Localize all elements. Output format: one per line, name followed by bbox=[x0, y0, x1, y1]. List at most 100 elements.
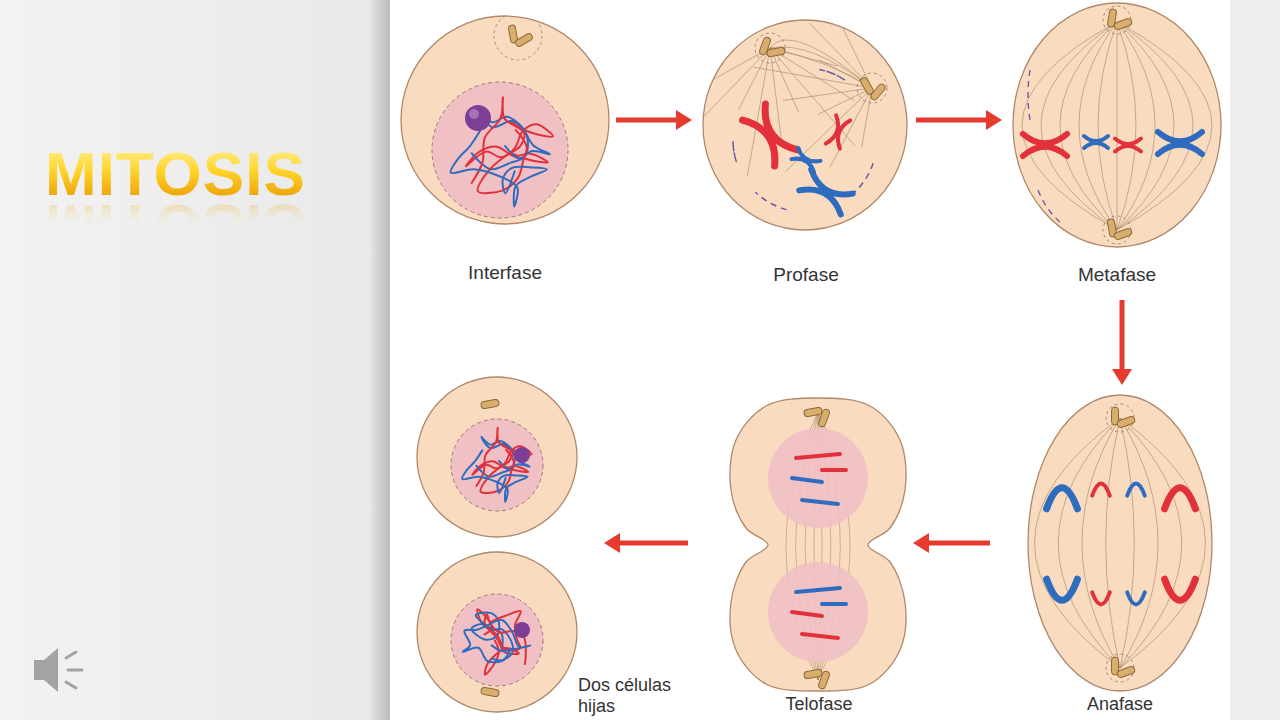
spindle-fiber bbox=[1117, 22, 1155, 230]
nucleolus bbox=[514, 447, 530, 463]
cytoplasm bbox=[730, 398, 906, 691]
speaker-body bbox=[34, 648, 58, 692]
chromosome bbox=[822, 468, 846, 472]
cell-outline bbox=[414, 374, 582, 716]
spindle-fiber bbox=[1022, 22, 1117, 230]
stage-label: Anafase bbox=[1087, 694, 1153, 715]
chromosome bbox=[742, 104, 797, 166]
cell-outline bbox=[1025, 393, 1215, 717]
cell-drawing bbox=[656, 0, 907, 230]
chromosome bbox=[796, 454, 840, 458]
stage-arrow bbox=[913, 533, 990, 553]
cell-membrane bbox=[417, 552, 577, 712]
spindle-fiber bbox=[1060, 22, 1117, 230]
chromosome bbox=[1023, 134, 1067, 156]
stage-arrow bbox=[616, 110, 692, 130]
cell-membrane bbox=[730, 398, 906, 691]
spindle-fiber bbox=[1117, 22, 1212, 230]
arrow-shaft bbox=[616, 118, 678, 123]
cytoplasm bbox=[417, 552, 577, 712]
nucleus bbox=[451, 594, 543, 686]
cell-contents bbox=[432, 12, 568, 218]
spindle-fiber bbox=[786, 88, 872, 171]
centriole bbox=[818, 408, 831, 427]
spindle-fiber bbox=[1120, 418, 1182, 668]
cell-membrane bbox=[401, 16, 609, 224]
arrow-head bbox=[676, 110, 692, 130]
chromatin-thread bbox=[463, 620, 531, 663]
cell-contents bbox=[451, 399, 543, 697]
cell-node: Telofase bbox=[730, 396, 908, 717]
nuclear-envelope-fragment bbox=[755, 192, 786, 209]
chromatid bbox=[1115, 139, 1141, 145]
cell-outline bbox=[1010, 2, 1224, 294]
chromatid bbox=[756, 104, 798, 157]
nucleolus-highlight bbox=[469, 109, 479, 119]
centriole bbox=[1116, 666, 1135, 679]
chromatid bbox=[834, 118, 850, 148]
cytoplasm bbox=[417, 377, 577, 537]
spindle-fiber bbox=[1117, 22, 1136, 230]
spindle-fiber bbox=[1120, 418, 1206, 668]
cell-body bbox=[1028, 395, 1212, 691]
centrosome-zone bbox=[494, 12, 542, 60]
chromatid bbox=[1023, 147, 1067, 156]
stage-label: Dos células hijas bbox=[578, 675, 690, 717]
slide-title: MITOSIS bbox=[45, 142, 306, 206]
nucleolus bbox=[465, 105, 491, 131]
nucleus bbox=[451, 419, 543, 511]
cell-outline bbox=[700, 18, 912, 296]
cell-outline-shape bbox=[401, 16, 609, 224]
centriole bbox=[514, 32, 533, 47]
centriole bbox=[481, 687, 500, 697]
cell-membrane bbox=[703, 20, 907, 230]
chromosome bbox=[802, 500, 838, 504]
cell-body bbox=[1013, 3, 1221, 247]
cell-outline bbox=[398, 14, 612, 296]
chromosome bbox=[791, 148, 820, 172]
spindle-fiber bbox=[1120, 418, 1158, 668]
spindle-fiber bbox=[1035, 418, 1121, 668]
stage-label: Metafase bbox=[1078, 264, 1156, 286]
cell-membrane bbox=[1028, 395, 1212, 691]
chromatin-thread bbox=[472, 612, 513, 660]
spindle-fiber bbox=[1079, 22, 1117, 230]
chromosome bbox=[792, 478, 822, 482]
cytoplasm bbox=[703, 20, 907, 230]
chromosome bbox=[1127, 484, 1145, 496]
sound-waves bbox=[66, 652, 82, 688]
spindle-fiber bbox=[783, 88, 872, 101]
chromatid bbox=[1158, 132, 1202, 141]
centrosome-zone bbox=[755, 33, 785, 63]
image-panel bbox=[390, 0, 1230, 720]
cell-drawing bbox=[401, 12, 609, 224]
cell-outline-shape bbox=[417, 377, 577, 712]
cell-contents bbox=[1035, 404, 1206, 682]
nuclear-envelope-fragment bbox=[733, 141, 736, 162]
cytoplasm bbox=[401, 16, 609, 224]
cell-drawing bbox=[1013, 3, 1221, 247]
chromosome bbox=[1127, 592, 1145, 604]
spindle-fiber bbox=[1041, 22, 1117, 230]
cell-node: Metafase bbox=[1010, 2, 1224, 294]
cell-body bbox=[703, 20, 907, 230]
stage-label: Profase bbox=[773, 264, 838, 286]
centriole bbox=[1113, 18, 1132, 31]
spindle-fiber bbox=[1117, 22, 1118, 230]
centriole bbox=[767, 47, 786, 57]
cell-membrane bbox=[417, 377, 577, 537]
chromosome bbox=[826, 115, 850, 148]
panel-shadow bbox=[370, 0, 392, 720]
chromosome bbox=[1092, 592, 1110, 604]
chromatid bbox=[806, 170, 853, 203]
cell-contents bbox=[1022, 6, 1212, 244]
arrow-head bbox=[913, 533, 929, 553]
chromatid bbox=[795, 148, 820, 166]
cell-contents bbox=[768, 407, 868, 690]
cell-outline-shape bbox=[1028, 395, 1212, 691]
chromatid bbox=[1023, 134, 1067, 143]
spindle-fiber bbox=[770, 48, 855, 146]
cell-body bbox=[730, 398, 906, 691]
centriole bbox=[804, 407, 823, 417]
